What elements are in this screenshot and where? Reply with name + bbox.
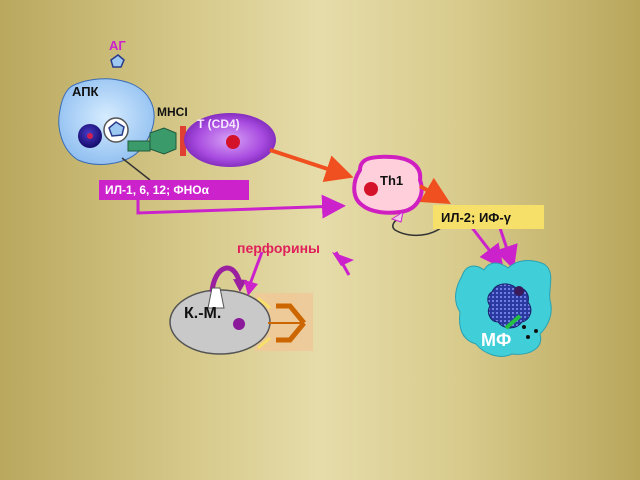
antibody-arm-upper <box>276 303 306 325</box>
macrophage-inclusion <box>514 286 524 296</box>
antibody-highlight-lower <box>257 336 271 350</box>
th1-nucleus <box>364 182 378 196</box>
antigen-shape <box>110 54 125 68</box>
killer-granule <box>207 287 225 309</box>
t-cell-nucleus <box>226 135 240 149</box>
perforins-to-target-head <box>244 280 258 296</box>
mhc-head <box>149 127 177 155</box>
macrophage-green-mark <box>504 314 522 330</box>
antigen-label: АГ <box>109 38 126 53</box>
apc-nucleus-spot <box>87 133 93 139</box>
macrophage-label: МФ <box>481 330 512 350</box>
antibody-arm-lower <box>276 321 306 343</box>
t-cell-label: Т (CD4) <box>197 117 240 131</box>
killer-release-head <box>233 279 247 292</box>
macrophage-nucleus <box>487 283 532 329</box>
mhc-label: MHCI <box>157 105 188 119</box>
th1-cell <box>352 154 424 215</box>
th1-to-cytokines-arrow <box>418 177 451 205</box>
tcr-bar <box>180 126 186 156</box>
apc-cytokines-box: ИЛ-1, 6, 12; ФНОα <box>99 180 249 200</box>
perforins-label: перфорины <box>237 240 320 256</box>
apc-secretion-line <box>121 157 151 181</box>
macrophage-granule-2 <box>534 329 538 333</box>
mhc-stem <box>127 140 151 152</box>
t-to-th1-arrow <box>269 148 354 183</box>
apc-label: АПК <box>72 84 99 99</box>
killer-release-arc <box>209 265 243 293</box>
th1-cytokines-box: ИЛ-2; ИФ-γ <box>433 205 544 229</box>
cytokines-to-th1-arrow <box>136 194 346 219</box>
macrophage-granule-3 <box>526 335 530 339</box>
apc-vesicle-antigen <box>108 121 125 137</box>
killer-label: К.-М. <box>184 305 222 322</box>
macrophage-granule-1 <box>522 325 526 329</box>
th1-loop-head <box>390 210 404 223</box>
killer-cell-receptor-dot <box>233 318 245 330</box>
th1-label: Th1 <box>380 173 404 188</box>
perforins-to-target-arrow <box>248 251 264 285</box>
cytokines-to-macrophage-arrow-2 <box>494 227 518 270</box>
cytokines-to-macrophage-arrow-1 <box>468 224 504 269</box>
antibody-highlight-upper <box>257 296 271 310</box>
arrow-to-perforins-head <box>332 252 354 266</box>
